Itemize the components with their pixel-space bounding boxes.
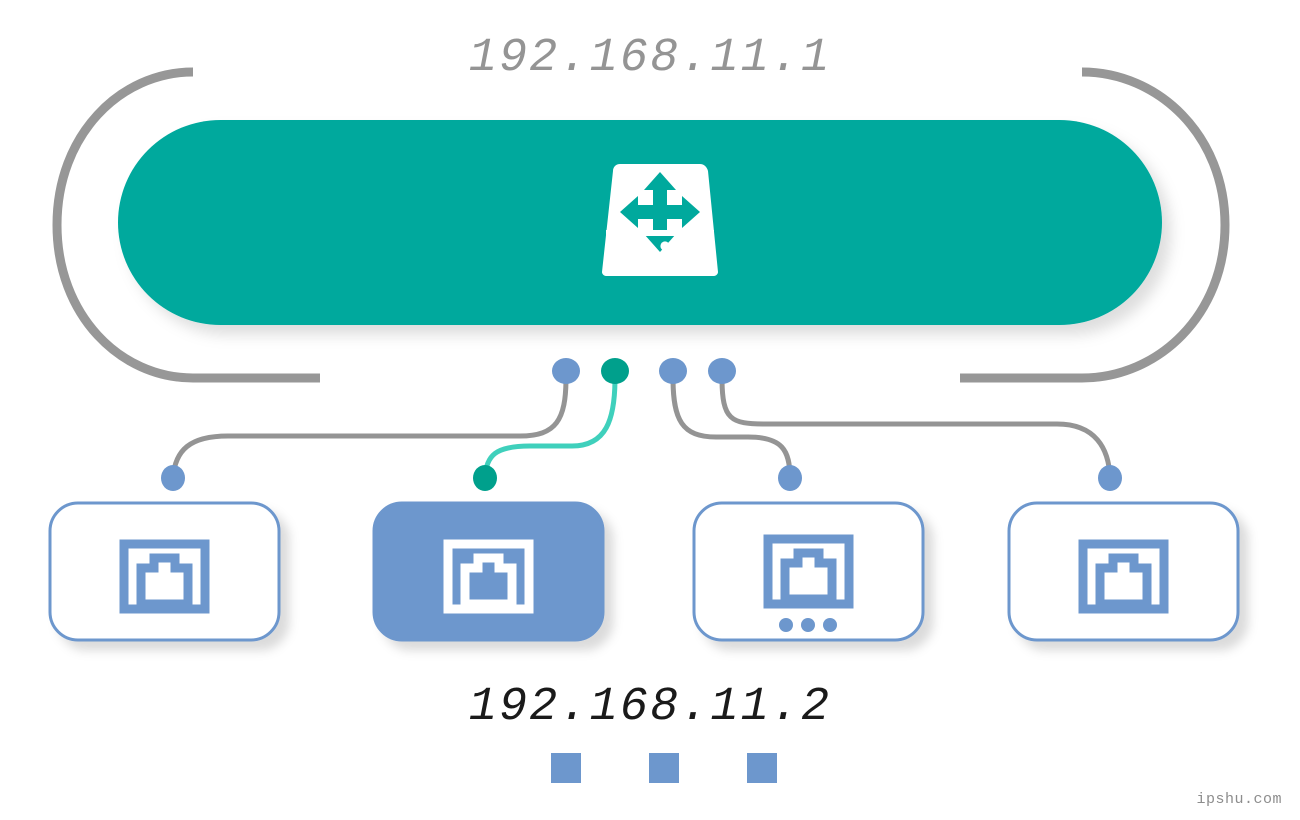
device-2-port-outer [443, 539, 534, 614]
device-4-port-inner [1095, 553, 1152, 609]
selection-marker-group [551, 753, 777, 783]
port-1-dot[interactable] [552, 358, 580, 384]
device-3-port-inner [780, 548, 837, 604]
ethernet-port-icon [1078, 539, 1169, 614]
subnet-boundary [52, 67, 1230, 383]
link-4[interactable] [719, 375, 1113, 481]
switch-ip-label: 192.168.11.1 [468, 32, 832, 85]
device-4-dot[interactable] [1098, 465, 1122, 491]
link-3[interactable] [670, 375, 793, 481]
switch-led-1 [642, 241, 652, 251]
switch-arrows-icon [620, 172, 700, 252]
port-2-dot[interactable] [601, 358, 629, 384]
selected-device-ip-label: 192.168.11.2 [468, 681, 832, 734]
port-3-dot[interactable] [659, 358, 687, 384]
ethernet-port-icon [443, 539, 534, 614]
switch-led-bar-1 [618, 242, 633, 250]
link-2[interactable] [482, 375, 618, 481]
device-2[interactable] [372, 501, 605, 642]
switch-led-2 [660, 241, 670, 251]
switch-led-6 [660, 257, 670, 267]
device-3-port-outer [763, 534, 854, 609]
network-switch-icon [602, 164, 718, 276]
ellipsis-dot-2 [801, 618, 815, 632]
device-1-port-outer [119, 539, 210, 614]
ellipsis-dot-1 [779, 618, 793, 632]
port-4-dot[interactable] [708, 358, 736, 384]
device-connector-dot-group [161, 465, 1122, 491]
switch-led-7 [678, 257, 688, 267]
switch-led-4 [696, 241, 706, 251]
selection-marker-1[interactable] [551, 753, 581, 783]
ellipsis-dot-3 [823, 618, 837, 632]
device-1-port-inner [136, 553, 193, 609]
link-1[interactable] [170, 375, 569, 481]
selection-marker-3[interactable] [747, 753, 777, 783]
device-1-box[interactable] [48, 501, 281, 642]
switch-led-5 [642, 257, 652, 267]
device-3[interactable] [692, 501, 925, 642]
switch-led-3 [678, 241, 688, 251]
device-1-dot[interactable] [161, 465, 185, 491]
ethernet-port-icon [119, 539, 210, 614]
switch-front-panel [606, 230, 714, 276]
device-3-box[interactable] [692, 501, 925, 642]
device-4-box[interactable] [1007, 501, 1240, 642]
switch-led-8 [696, 257, 706, 267]
watermark: ipshu.com [1196, 791, 1282, 808]
switch-led-bar-2 [618, 258, 633, 266]
more-devices-ellipsis-icon [779, 618, 837, 632]
device-2-port-inner [460, 553, 517, 609]
device-4-port-outer [1078, 539, 1169, 614]
selection-marker-2[interactable] [649, 753, 679, 783]
link-group [170, 375, 1113, 481]
switch-port-group [552, 358, 736, 384]
device-2-dot[interactable] [473, 465, 497, 491]
device-4[interactable] [1007, 501, 1240, 642]
device-3-dot[interactable] [778, 465, 802, 491]
subnet-boundary-right [960, 67, 1230, 383]
device-2-box[interactable] [372, 501, 605, 642]
ethernet-port-icon [763, 534, 854, 609]
subnet-boundary-left [52, 67, 320, 383]
device-1[interactable] [48, 501, 281, 642]
